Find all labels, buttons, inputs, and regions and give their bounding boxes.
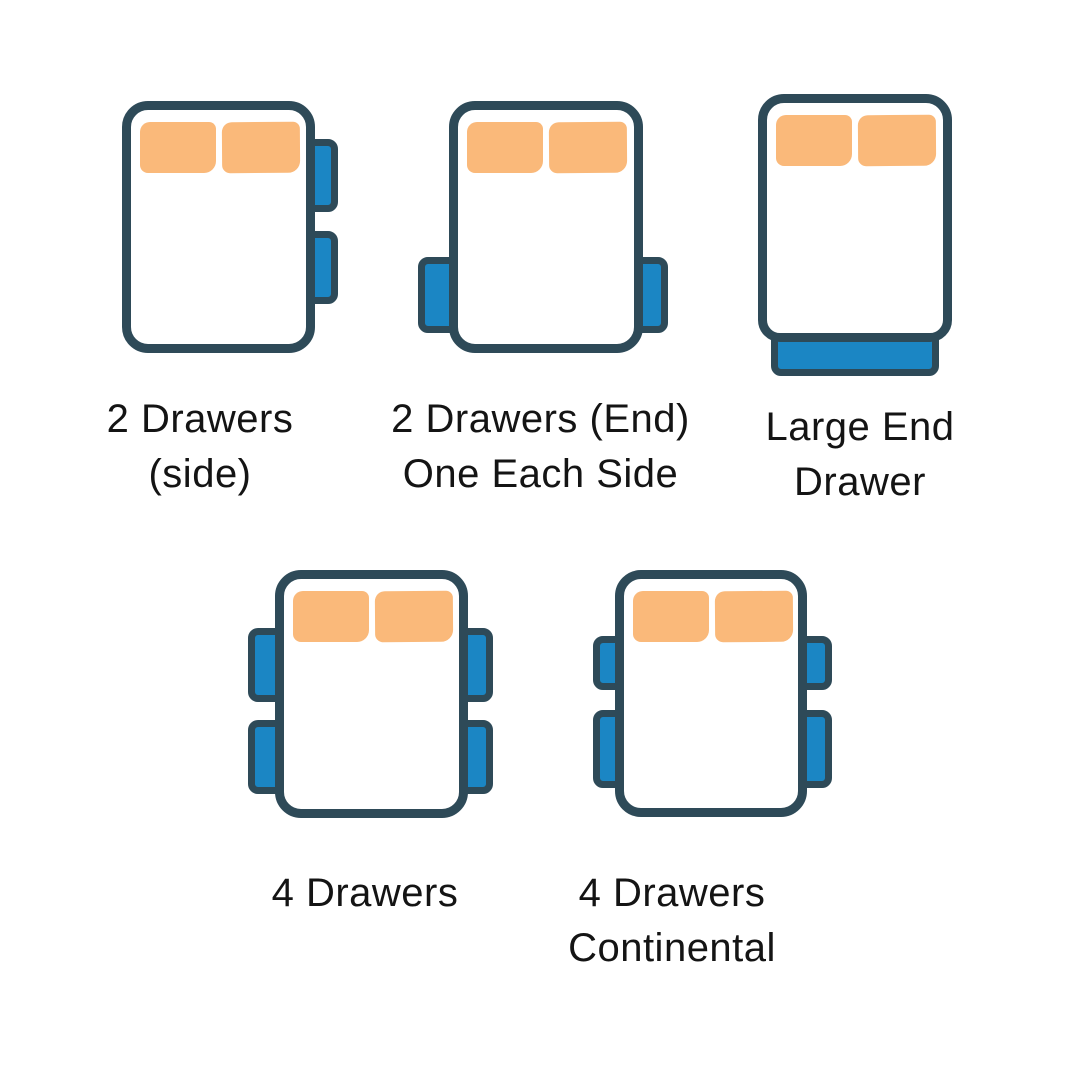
label-4-drawers: 4 Drawers: [215, 866, 515, 921]
pillow-icon: [633, 591, 709, 642]
bed-icon: [615, 570, 807, 817]
pillow-icon: [140, 122, 216, 173]
pillow-icon: [374, 590, 454, 643]
label-2-drawers-end: 2 Drawers (End) One Each Side: [368, 392, 713, 502]
pillow-icon: [776, 115, 852, 166]
label-line: Drawer: [794, 460, 926, 504]
bed-figure-2-drawers-side: [122, 101, 338, 353]
label-line: 2 Drawers (End): [391, 397, 690, 441]
pillow-icon: [221, 121, 301, 174]
bed-icon: [758, 94, 952, 342]
label-line: 4 Drawers: [271, 871, 459, 915]
pillow-icon: [857, 114, 937, 167]
label-large-end-drawer: Large End Drawer: [710, 400, 1010, 510]
label-4-drawers-continental: 4 Drawers Continental: [512, 866, 832, 976]
label-line: Large End: [765, 405, 955, 449]
bed-figure-4-drawers: [248, 570, 493, 818]
bed-figure-large-end-drawer: [758, 94, 952, 378]
label-2-drawers-side: 2 Drawers (side): [50, 392, 350, 502]
label-line: 2 Drawers: [106, 397, 294, 441]
pillow-icon: [714, 590, 794, 643]
label-line: One Each Side: [402, 452, 679, 496]
label-line: 4 Drawers: [578, 871, 766, 915]
label-line: (side): [148, 452, 252, 496]
pillow-icon: [548, 121, 628, 174]
bed-icon: [275, 570, 468, 818]
pillow-icon: [293, 591, 369, 642]
bed-icon: [122, 101, 315, 353]
bed-icon: [449, 101, 643, 353]
bed-figure-2-drawers-end: [418, 101, 668, 353]
bed-figure-4-drawers-continental: [593, 570, 832, 817]
label-line: Continental: [568, 926, 776, 970]
pillow-icon: [467, 122, 543, 173]
